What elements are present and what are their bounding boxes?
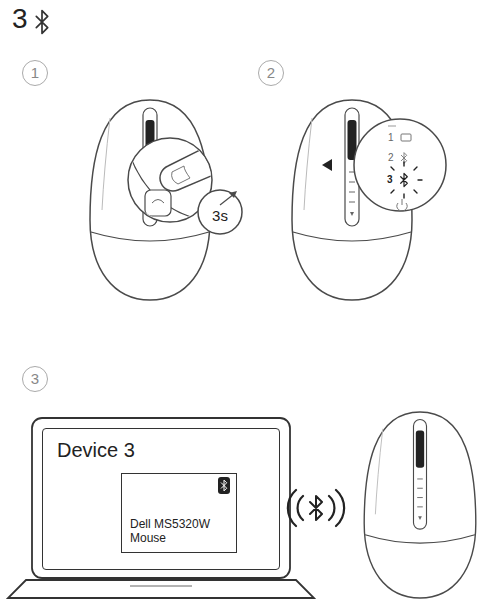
hold-time-badge-text: 3s (212, 207, 228, 224)
step-number-text: 1 (31, 64, 39, 81)
connection-channel-number: 2 (388, 153, 394, 163)
step-number: 3 (22, 366, 48, 392)
connection-channel-number: 3 (387, 175, 393, 185)
device-popup-text: Dell MS5320W Mouse (130, 518, 218, 546)
step-title: 3 (12, 4, 28, 35)
step-number-text: 2 (267, 64, 275, 81)
hold-time-badge: 3s (198, 190, 242, 234)
laptop-screen-text: Device 3 (57, 439, 265, 462)
device-popup: Dell MS5320W Mouse (121, 473, 237, 553)
step-number: 2 (258, 60, 284, 86)
connection-channel-number: 1 (388, 133, 394, 143)
step-number: 1 (22, 60, 48, 86)
laptop-screen: Device 3 Dell MS5320W Mouse (42, 428, 280, 570)
step-number-text: 3 (31, 370, 39, 387)
